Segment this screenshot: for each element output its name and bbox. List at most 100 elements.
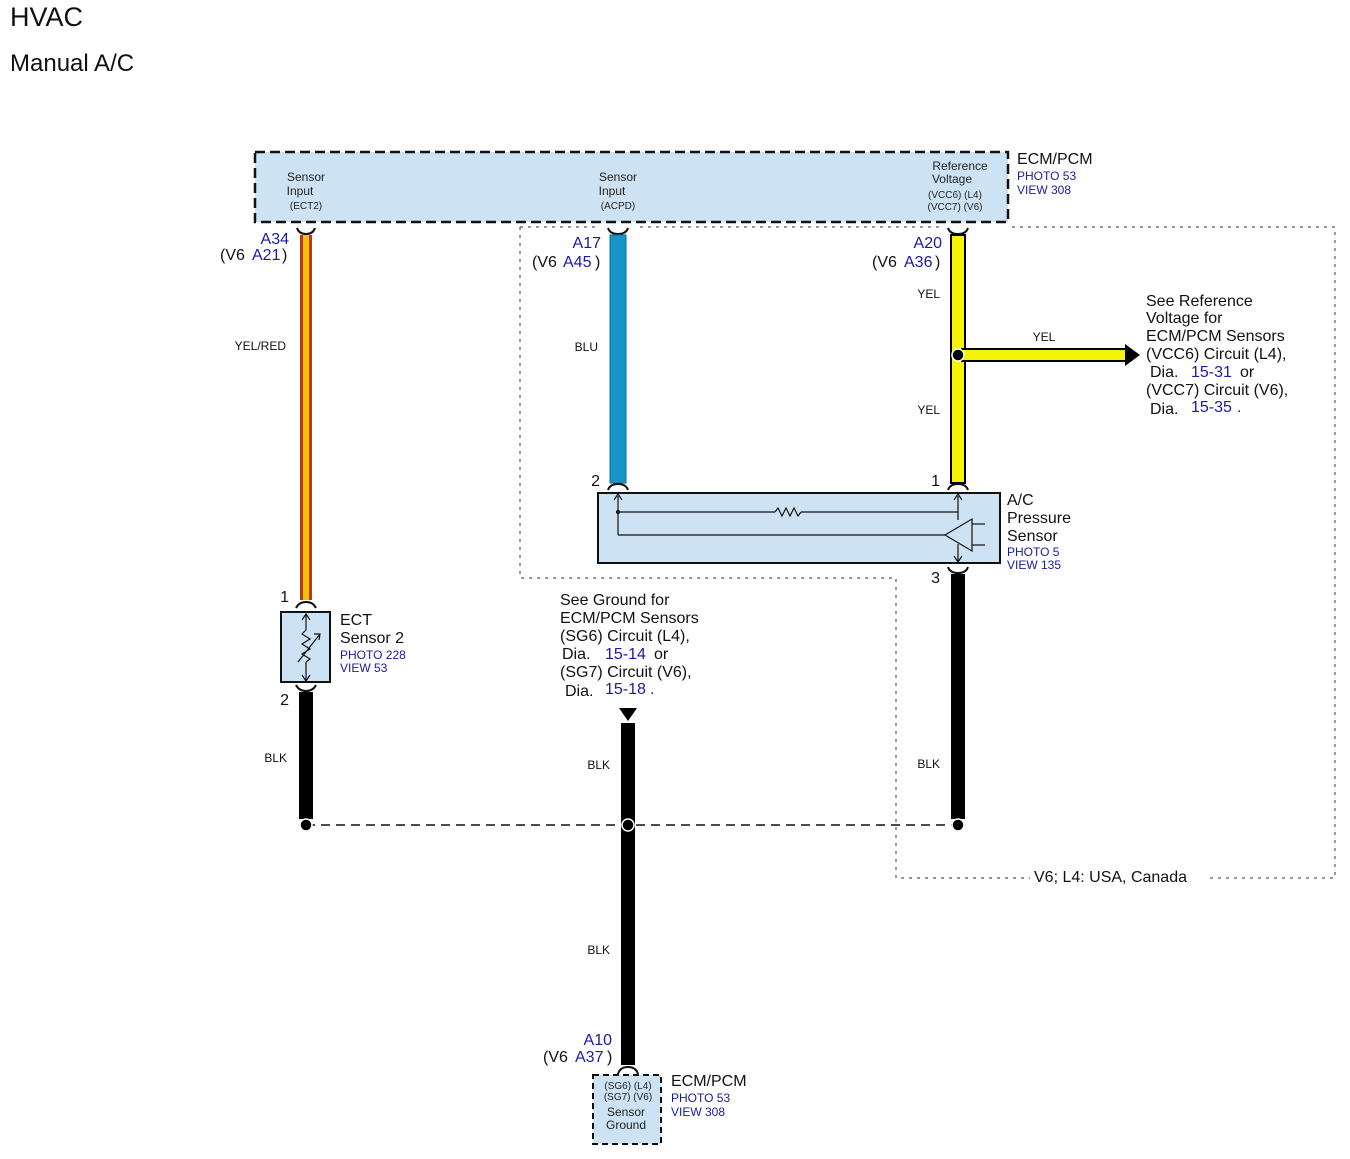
page-title: HVAC	[10, 2, 84, 32]
ecm-bottom-connector	[592, 1074, 662, 1145]
acp-name-3: Sensor	[1007, 528, 1058, 545]
ecm-bottom-photo-link[interactable]: PHOTO 53	[671, 1091, 730, 1105]
ecm-bottom-line2: (SG7) (V6)	[604, 1092, 652, 1103]
terminal-close-4: )	[607, 1049, 612, 1066]
terminal-a10[interactable]: A10	[584, 1032, 613, 1049]
terminal-close-3: )	[935, 254, 940, 271]
ref-note-or: or	[1240, 364, 1255, 381]
ecm-bottom-view-link[interactable]: VIEW 308	[671, 1105, 725, 1119]
terminal-v6-prefix-3: (V6	[872, 254, 897, 271]
terminal-a17[interactable]: A17	[573, 235, 602, 252]
ref-note-line4: (VCC6) Circuit (L4),	[1146, 346, 1286, 363]
acp-view-link[interactable]: VIEW 135	[1007, 558, 1061, 572]
ect-photo-link[interactable]: PHOTO 228	[340, 648, 406, 662]
ect-thermistor-symbol	[297, 612, 321, 683]
acpd-pin-label: Sensor	[599, 170, 637, 184]
terminal-a36[interactable]: A36	[904, 254, 933, 271]
pin-stubs-top	[296, 227, 969, 236]
terminal-a34[interactable]: A34	[261, 231, 290, 248]
acp-pin-2: 2	[591, 473, 600, 490]
acpd-pin-label-2: Input	[599, 184, 626, 198]
ect-view-link[interactable]: VIEW 53	[340, 661, 388, 675]
wire-label-blk-mid: BLK	[587, 758, 610, 772]
ecm-top-name: ECM/PCM	[1017, 151, 1093, 168]
ect2-pin-label: Sensor	[287, 170, 325, 184]
ecm-bottom-line3: Sensor	[607, 1105, 645, 1119]
wire-label-blk-main: BLK	[587, 943, 610, 957]
terminal-a21[interactable]: A21	[252, 247, 281, 264]
terminal-a45[interactable]: A45	[563, 254, 592, 271]
page-subtitle: Manual A/C	[10, 50, 135, 77]
ect-name-1: ECT	[340, 612, 372, 629]
acp-pin-3: 3	[931, 570, 940, 587]
ref-note-line3: ECM/PCM Sensors	[1146, 328, 1285, 345]
wire-yel-branch	[961, 348, 1127, 362]
ecm-bottom-name: ECM/PCM	[671, 1073, 747, 1090]
ground-ref-arrow	[619, 708, 637, 721]
ref-note-line2: Voltage for	[1146, 310, 1223, 327]
ground-note-line1: See Ground for	[560, 592, 670, 609]
terminal-close-1: )	[282, 247, 287, 264]
acp-pin-1: 1	[931, 473, 940, 490]
ground-note-dia-label-2: Dia.	[565, 683, 593, 700]
ref-pin-label: Reference	[932, 159, 988, 173]
wire-label-blu: BLU	[575, 340, 598, 354]
terminal-a20[interactable]: A20	[914, 235, 943, 252]
ref-pin-sub-2: (VCC7) (V6)	[927, 202, 982, 213]
ect-pin-1: 1	[280, 589, 289, 606]
wire-blk-ect	[299, 692, 313, 819]
terminal-a37[interactable]: A37	[575, 1049, 604, 1066]
splice-yel	[951, 348, 965, 362]
ground-note-period: .	[650, 681, 654, 698]
splice-main-ground	[621, 818, 635, 832]
ground-note-or: or	[654, 646, 669, 663]
wire-label-yel-top: YEL	[917, 287, 940, 301]
ect2-pin-label-2: Input	[287, 184, 314, 198]
branch-arrow	[1125, 344, 1140, 366]
ecm-bottom-line4: Ground	[606, 1118, 646, 1132]
ecm-top-photo-link[interactable]: PHOTO 53	[1017, 169, 1076, 183]
wire-yel-red	[300, 235, 312, 600]
ecm-top-view-link[interactable]: VIEW 308	[1017, 183, 1071, 197]
ecm-bottom-pin-stub	[617, 1065, 639, 1075]
acp-photo-link[interactable]: PHOTO 5	[1007, 545, 1060, 559]
ground-note-dia-link-1[interactable]: 15-14	[605, 646, 646, 663]
ref-pin-sub: (VCC6) (L4)	[928, 190, 982, 201]
wire-label-blk-ect: BLK	[264, 751, 287, 765]
region-note: V6; L4: USA, Canada	[1034, 869, 1187, 886]
wire-label-yel-branch: YEL	[1033, 330, 1056, 344]
ref-note-period: .	[1237, 399, 1241, 416]
region-boundary	[519, 226, 1336, 879]
ground-note-dia-link-2[interactable]: 15-18	[605, 681, 646, 698]
ref-note-dia-link-1[interactable]: 15-31	[1191, 364, 1232, 381]
ect-pin-stubs	[295, 600, 317, 693]
ref-note-dia-label-2: Dia.	[1150, 401, 1178, 418]
ref-note-dia-link-2[interactable]: 15-35	[1191, 399, 1232, 416]
wire-yel-red-inner	[303, 235, 309, 600]
ground-note-line2: ECM/PCM Sensors	[560, 610, 699, 627]
ect2-pin-sub: (ECT2)	[290, 201, 322, 212]
ect-pin-2: 2	[280, 692, 289, 709]
ground-note-line3: (SG6) Circuit (L4),	[560, 628, 690, 645]
ecm-bottom-line1: (SG6) (L4)	[604, 1081, 651, 1092]
wire-blk-main	[621, 723, 635, 1065]
terminal-v6-prefix-1: (V6	[220, 247, 245, 264]
wire-label-yel-lower: YEL	[917, 403, 940, 417]
wire-blk-acp	[951, 574, 965, 819]
acp-name-1: A/C	[1007, 492, 1034, 509]
acpd-pin-sub: (ACPD)	[601, 201, 635, 212]
acp-internal-circuit	[613, 492, 985, 564]
terminal-v6-prefix-4: (V6	[543, 1049, 568, 1066]
ecm-top-connector	[253, 150, 1010, 224]
acp-pin-stubs	[607, 482, 969, 575]
wire-label-yel-red: YEL/RED	[235, 339, 287, 353]
splice-ect-ground	[299, 818, 313, 832]
terminal-close-2: )	[595, 254, 600, 271]
acp-junction	[616, 510, 620, 514]
ground-note-dia-label-1: Dia.	[562, 646, 590, 663]
ground-note-line5: (SG7) Circuit (V6),	[560, 664, 692, 681]
splice-acp-ground	[951, 818, 965, 832]
ref-note-line6: (VCC7) Circuit (V6),	[1146, 382, 1288, 399]
ref-note-dia-label-1: Dia.	[1150, 364, 1178, 381]
acp-name-2: Pressure	[1007, 510, 1071, 527]
